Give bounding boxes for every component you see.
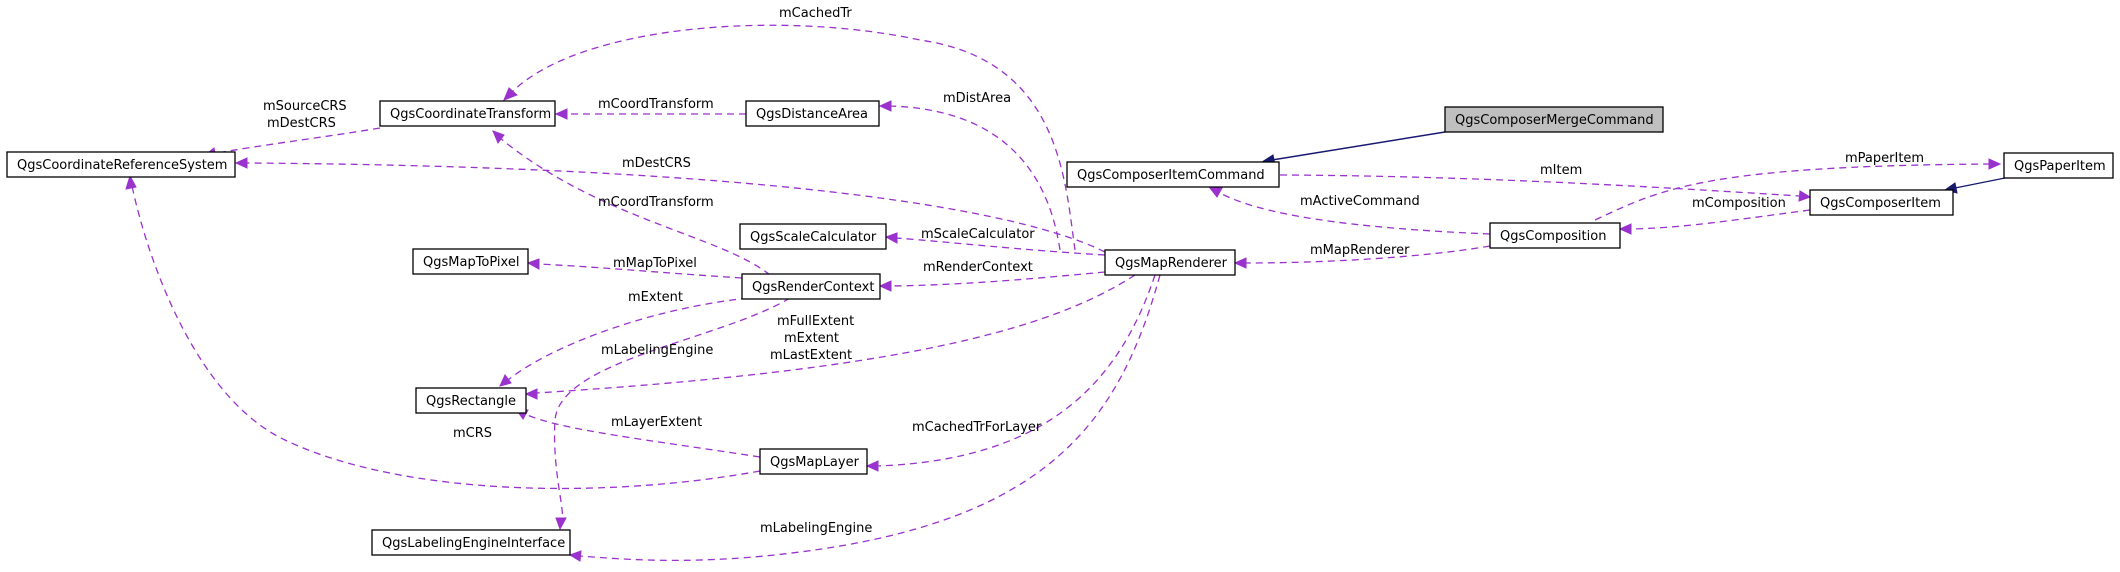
edge-mlabelingengine-mr: [579, 274, 1161, 562]
node-qgscomposermergecommand[interactable]: QgsComposerMergeCommand: [1444, 106, 1664, 133]
node-label: QgsRectangle: [426, 394, 516, 409]
node-qgsmaplayer[interactable]: QgsMapLayer: [759, 448, 868, 475]
arrowhead: [865, 460, 879, 472]
arrowhead: [878, 280, 892, 292]
node-qgsdistancearea[interactable]: QgsDistanceArea: [745, 100, 880, 127]
edge-mcoordtransform-rc: [499, 137, 771, 276]
arrowhead: [1798, 190, 1812, 202]
nodes: QgsCoordinateReferenceSystem QgsCoordina…: [6, 100, 2114, 556]
node-qgslabelingengineinterface[interactable]: QgsLabelingEngineInterface: [371, 529, 571, 556]
edge-inherits-itemcommand: [1271, 131, 1446, 161]
arrowhead: [1233, 257, 1247, 269]
node-label: QgsComposition: [1500, 229, 1606, 244]
edge-label-mcomposition: mComposition: [1692, 196, 1786, 211]
arrowhead: [568, 550, 582, 562]
arrowhead: [878, 100, 892, 112]
edge-label-mfullextent: mFullExtent: [777, 314, 854, 329]
node-label: QgsDistanceArea: [756, 107, 868, 122]
node-label: QgsComposerItemCommand: [1077, 168, 1265, 183]
edge-label-mdestcrs-ct: mDestCRS: [267, 116, 336, 131]
node-qgsmaprenderer[interactable]: QgsMapRenderer: [1104, 249, 1236, 276]
edge-mlabelingengine-rc: [553, 297, 791, 521]
edge-mcachedtrforlayer: [876, 274, 1156, 467]
edge-label-mcrs: mCRS: [453, 426, 492, 441]
arrowhead: [524, 388, 538, 400]
arrowhead: [1618, 223, 1632, 235]
edge-label-mcachedtr: mCachedTr: [779, 6, 852, 21]
edge-label-mextent: mExtent: [628, 290, 683, 305]
node-qgscomposition[interactable]: QgsComposition: [1489, 222, 1621, 249]
node-label: QgsComposerItem: [1820, 196, 1941, 211]
arrowhead: [234, 157, 248, 169]
node-qgscomposeritemcommand[interactable]: QgsComposerItemCommand: [1066, 161, 1280, 188]
edge-label-mlayerextent: mLayerExtent: [611, 415, 702, 430]
node-qgscoordinatereferencesystem[interactable]: QgsCoordinateReferenceSystem: [6, 151, 236, 178]
edge-label-mdestcrs: mDestCRS: [622, 156, 691, 171]
arrowhead: [492, 130, 505, 144]
arrowhead: [884, 232, 898, 244]
edge-mcomposition: [1629, 209, 1811, 230]
arrowhead: [555, 517, 567, 531]
edge-label-mlabelingengine-mr: mLabelingEngine: [760, 521, 872, 536]
edge-label-mmaprenderer: mMapRenderer: [1310, 243, 1410, 258]
edge-label-mcachedtrforlayer: mCachedTrForLayer: [912, 420, 1042, 435]
edge-label-mextent-mr: mExtent: [784, 331, 839, 346]
edge-label-mrendercontext: mRenderContext: [923, 260, 1033, 275]
arrowhead: [499, 374, 512, 387]
edge-mdistarea: [887, 105, 1061, 251]
node-qgspaperitem[interactable]: QgsPaperItem: [2003, 152, 2114, 179]
node-label: QgsMapToPixel: [423, 255, 519, 270]
edge-msourcecrs-mdestcrs: [211, 127, 381, 155]
edge-label-mcoordtransform-da: mCoordTransform: [598, 97, 714, 112]
node-qgsscalecalculator[interactable]: QgsScaleCalculator: [739, 223, 887, 250]
node-label: QgsComposerMergeCommand: [1455, 113, 1654, 128]
arrowhead: [526, 258, 540, 270]
arrowhead: [1208, 187, 1223, 198]
edge-mpaperitem: [1594, 163, 1991, 221]
edge-inherits-composeritem: [1954, 177, 2006, 189]
node-qgsrectangle[interactable]: QgsRectangle: [415, 387, 527, 414]
node-qgsmaptopixel[interactable]: QgsMapToPixel: [412, 248, 529, 275]
edge-mrendercontext: [889, 271, 1106, 287]
edges: [125, 24, 2006, 562]
node-qgscoordinatetransform[interactable]: QgsCoordinateTransform: [379, 100, 556, 127]
edge-label-mscalecalculator: mScaleCalculator: [921, 227, 1035, 242]
edge-label-mlabelingengine-rc: mLabelingEngine: [601, 343, 713, 358]
edge-label-mcoordtransform-rc: mCoordTransform: [598, 195, 714, 210]
edge-label-mdistarea: mDistArea: [943, 91, 1011, 106]
node-label: QgsCoordinateReferenceSystem: [17, 158, 227, 173]
arrowhead: [503, 87, 518, 101]
node-qgsrendercontext[interactable]: QgsRenderContext: [741, 273, 881, 300]
edge-labels: mCachedTr mSourceCRS mDestCRS mCoordTran…: [263, 6, 1924, 536]
edge-mscalecalculator: [895, 237, 1106, 256]
node-label: QgsMapRenderer: [1115, 256, 1228, 271]
node-label: QgsLabelingEngineInterface: [382, 536, 565, 551]
edge-mitem: [1279, 174, 1801, 197]
edge-label-msourcecrs: mSourceCRS: [263, 99, 347, 114]
arrowhead: [1988, 158, 2002, 170]
edge-mdestcrs: [245, 162, 1106, 253]
edge-mmaptopixel: [537, 263, 743, 279]
arrowhead: [125, 174, 137, 190]
node-label: QgsScaleCalculator: [750, 230, 877, 245]
edge-mmaprenderer: [1244, 245, 1491, 264]
edge-mextent: [507, 297, 749, 381]
node-label: QgsPaperItem: [2014, 159, 2106, 174]
edge-mcachedtr: [511, 24, 1076, 251]
edge-mlayerextent: [524, 413, 761, 458]
node-label: QgsRenderContext: [752, 280, 874, 295]
edge-label-mitem: mItem: [1540, 163, 1582, 178]
arrowhead: [554, 108, 568, 120]
edge-label-mpaperitem: mPaperItem: [1845, 151, 1924, 166]
node-label: QgsCoordinateTransform: [390, 107, 551, 122]
edge-label-mmaptopixel: mMapToPixel: [613, 256, 697, 271]
edge-mactivecommand: [1217, 191, 1491, 235]
node-qgscomposeritem[interactable]: QgsComposerItem: [1809, 189, 1954, 216]
node-label: QgsMapLayer: [770, 455, 860, 470]
edge-mcrs: [131, 185, 761, 490]
edge-label-mlastextent: mLastExtent: [770, 348, 852, 363]
edge-label-mactivecommand: mActiveCommand: [1300, 194, 1420, 209]
edge-mfullextent: [535, 274, 1136, 394]
